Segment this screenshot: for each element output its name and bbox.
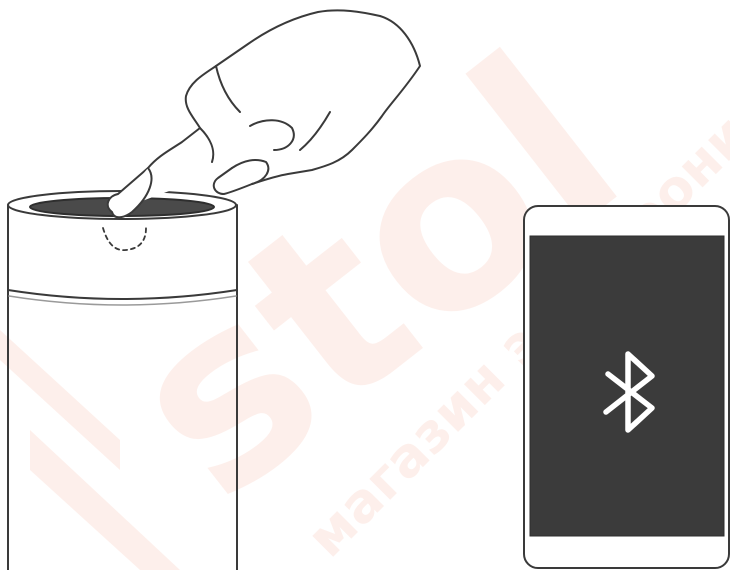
touch-area-indicator: [103, 228, 146, 250]
smartphone-icon: [524, 206, 729, 568]
